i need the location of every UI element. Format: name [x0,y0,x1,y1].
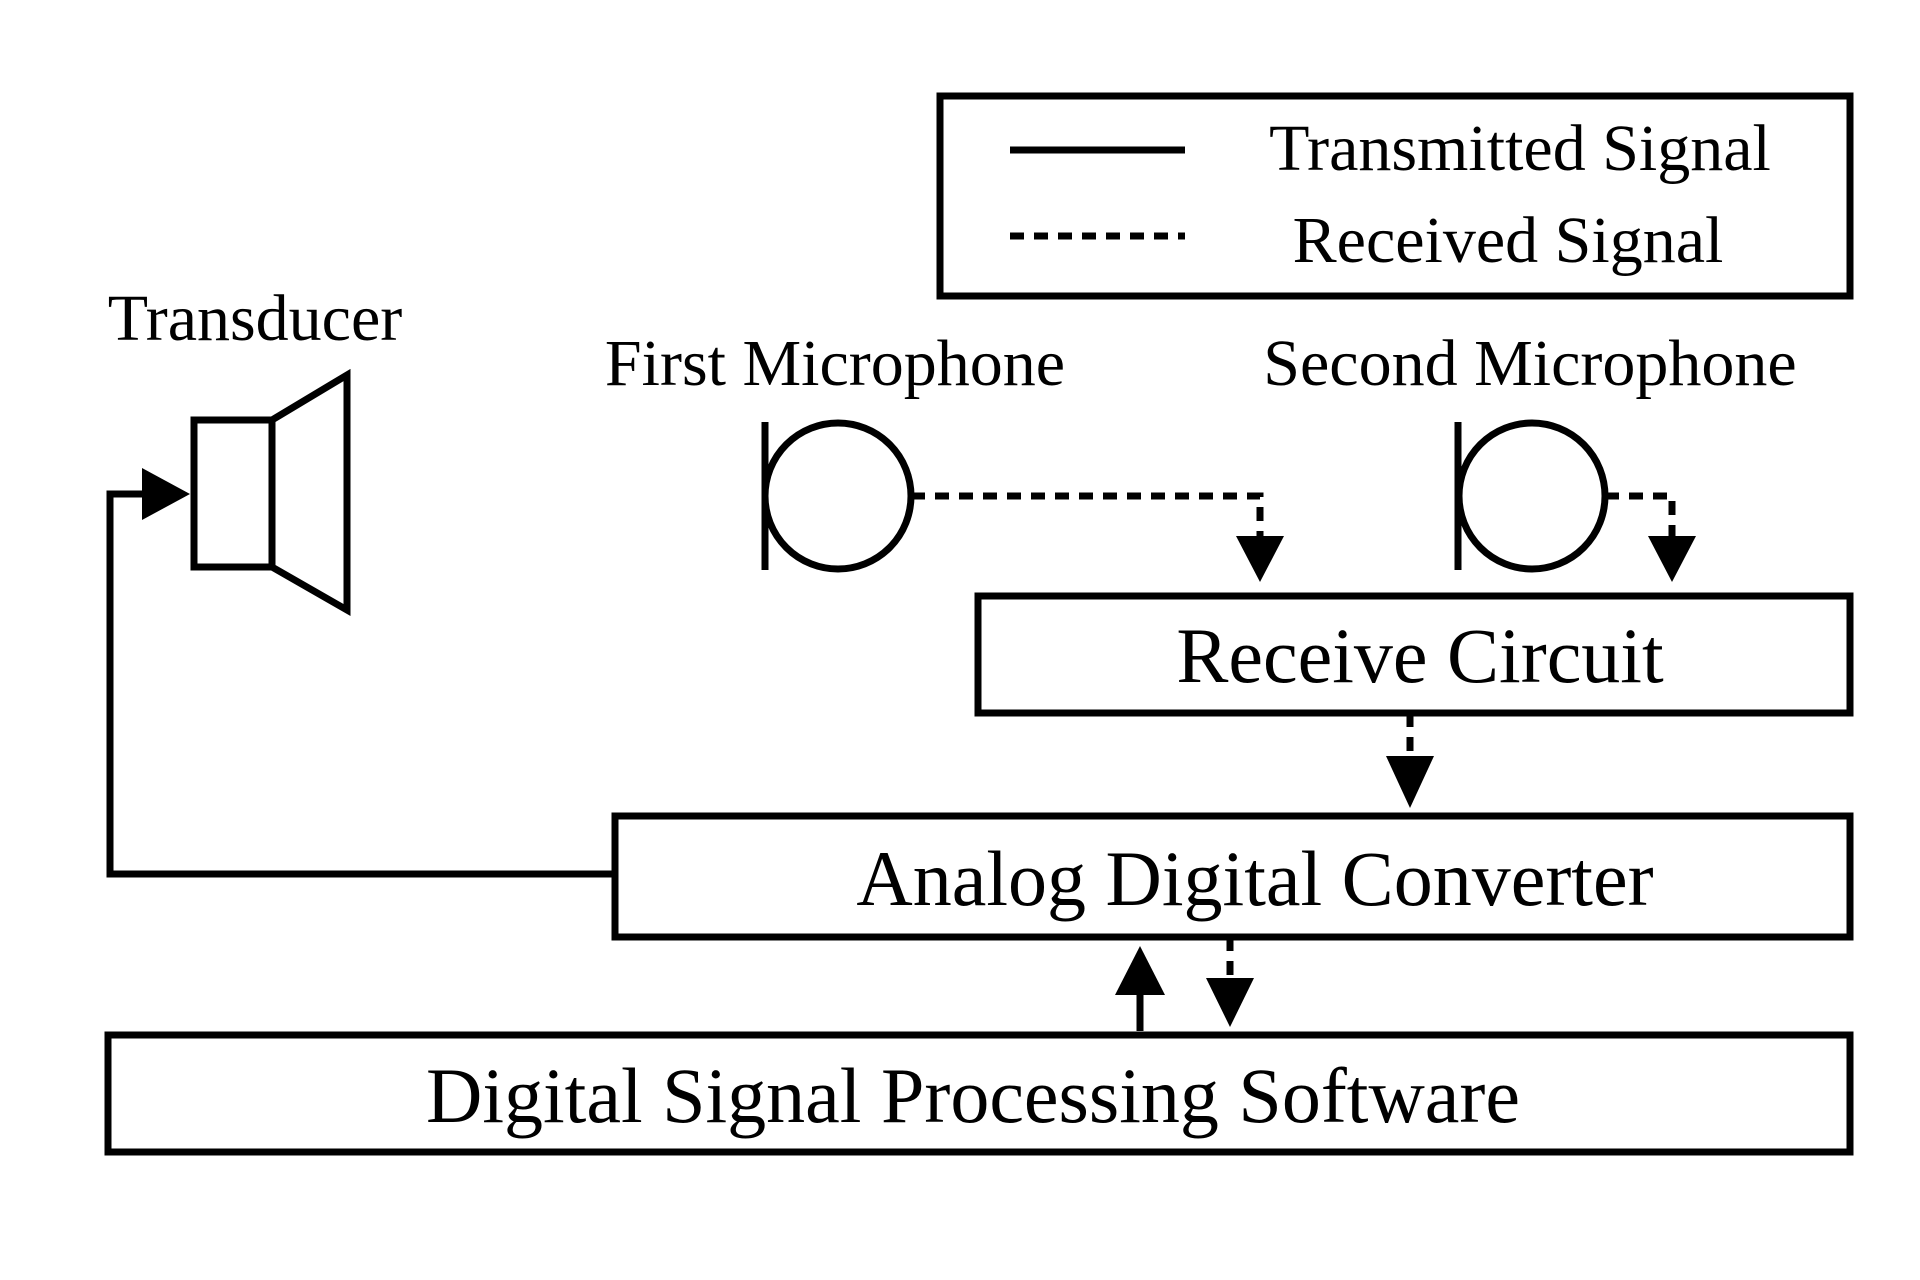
dsp-box [104,1031,1854,1156]
receive-circuit-label: Receive Circuit [1176,612,1664,699]
digital-signal-processing-software: Digital Signal Processing Software [104,1031,1854,1156]
speaker-icon [190,368,351,617]
transducer: Transducer [108,282,403,617]
legend-box [936,92,1854,300]
legend: Transmitted Signal Received Signal [936,92,1854,300]
first-microphone-label: First Microphone [605,327,1065,400]
received-signal-paths [911,492,1696,1027]
analog-digital-converter: Analog Digital Converter [611,812,1854,941]
second-microphone-label: Second Microphone [1263,327,1796,400]
speaker-body [190,416,276,571]
second-mic-to-receive-arrowhead [1648,536,1696,582]
legend-transmitted-label: Transmitted Signal [1269,112,1771,185]
adc-to-transducer-arrowhead [142,468,190,520]
legend-received-label: Received Signal [1293,204,1724,277]
second-microphone: Second Microphone [1263,327,1797,573]
speaker-cone [268,368,351,617]
receive-circuit-box [974,592,1854,717]
first-mic-to-receive-arrowhead [1236,536,1284,582]
receive-to-adc-arrowhead [1386,756,1434,808]
receive-circuit: Receive Circuit [974,592,1854,717]
first-microphone: First Microphone [605,327,1065,573]
first-microphone-icon [761,419,915,573]
adc-label: Analog Digital Converter [856,835,1653,922]
transmitted-signal-paths [106,468,1165,1031]
first-mic-to-receive-path [911,492,1264,540]
dsp-label: Digital Signal Processing Software [426,1052,1520,1139]
second-microphone-icon [1454,419,1609,573]
adc-to-transducer-path [106,490,615,878]
dsp-to-adc-arrowhead [1115,946,1165,995]
transducer-label: Transducer [108,282,403,355]
second-mic-to-receive-path [1605,492,1676,540]
adc-to-dsp-arrowhead [1206,978,1254,1027]
